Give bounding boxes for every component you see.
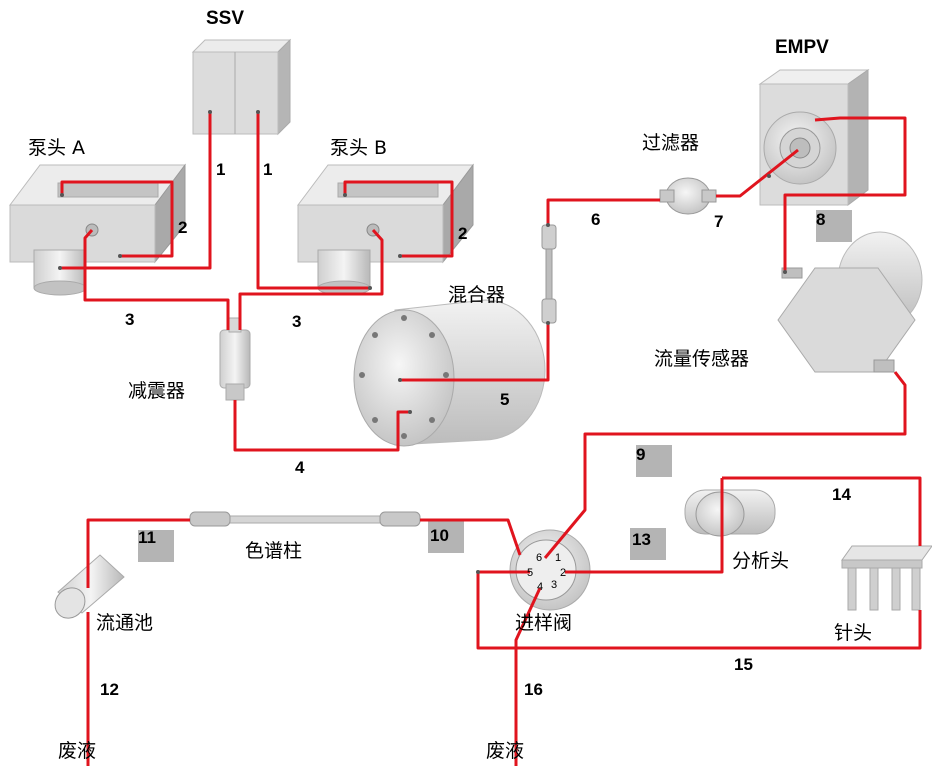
column (189, 511, 421, 527)
valve-port-numbers: 1 2 3 4 5 6 (527, 552, 566, 593)
tube-label-14: 14 (832, 485, 851, 504)
label-injection-valve: 进样阀 (515, 612, 573, 634)
tube-valve-waste (514, 587, 542, 766)
label-flow-sensor: 流量传感器 (654, 348, 750, 370)
tube-empv-sensor (783, 116, 907, 272)
inline-fittings (541, 224, 557, 324)
tube-label-4: 4 (295, 458, 305, 477)
port-dots (58, 110, 787, 574)
flow-sensor (777, 231, 923, 373)
tube-label-3b: 3 (292, 312, 302, 331)
ssv-valve (191, 38, 292, 136)
empv (758, 69, 870, 206)
tube-damper-mixer (233, 400, 410, 452)
injection-valve (509, 529, 591, 611)
tubing (60, 112, 922, 766)
tube-label-5: 5 (500, 390, 510, 409)
tube-label-1b: 1 (263, 160, 273, 179)
label-mixer: 混合器 (448, 284, 506, 306)
label-ssv: SSV (206, 8, 245, 29)
label-tag-boxes (138, 210, 852, 562)
needle-stand (841, 545, 932, 611)
label-pump-head-a: 泵头 A (28, 137, 86, 159)
tube-loop-a (60, 180, 174, 258)
label-waste-center: 废液 (486, 740, 525, 762)
tube-pump-b-out (238, 228, 384, 330)
label-empv: EMPV (775, 37, 829, 58)
valve-port-6: 6 (536, 552, 542, 564)
label-column: 色谱柱 (245, 540, 303, 562)
tube-label-13: 13 (632, 530, 651, 549)
label-flow-cell: 流通池 (96, 612, 154, 634)
pump-head-b (297, 163, 474, 296)
tube-ssv-pump-b (256, 112, 370, 290)
tube-head-needle (722, 476, 922, 546)
tube-fitting-filter (546, 198, 660, 225)
tube-label-10: 10 (430, 526, 449, 545)
tube-label-12: 12 (100, 680, 119, 699)
valve-port-5: 5 (527, 567, 533, 579)
tube-label-15: 15 (734, 655, 753, 674)
valve-port-2: 2 (560, 567, 566, 579)
tube-label-2b: 2 (458, 224, 468, 243)
tube-ssv-pump-a (60, 112, 212, 270)
label-analytical-head: 分析头 (732, 550, 790, 572)
tube-filter-empv (716, 148, 799, 198)
tube-label-8: 8 (816, 210, 826, 229)
valve-port-4: 4 (537, 581, 543, 593)
label-pump-head-b: 泵头 B (330, 137, 388, 159)
valve-port-3: 3 (551, 579, 557, 591)
tube-sensor-valve (543, 371, 907, 559)
tube-needle-valve (476, 570, 922, 650)
mixer (353, 299, 546, 447)
tube-label-1a: 1 (216, 160, 226, 179)
label-damper: 减震器 (128, 380, 186, 402)
pump-head-a (9, 163, 186, 296)
analytical-head (684, 489, 776, 537)
tube-label-11: 11 (138, 528, 156, 547)
tube-label-3a: 3 (125, 310, 135, 329)
tube-column-cell (86, 518, 190, 588)
tube-label-6: 6 (591, 210, 601, 229)
label-waste-left: 废液 (58, 740, 97, 762)
tube-loop-b (343, 180, 454, 258)
tube-mixer-fitting (400, 323, 550, 382)
tube-label-9: 9 (636, 445, 646, 464)
filter (659, 177, 717, 215)
tube-valve-head (565, 478, 724, 574)
tube-pump-a-out (83, 229, 230, 330)
valve-port-1: 1 (555, 552, 561, 564)
tube-label-16: 16 (524, 680, 543, 699)
tube-label-2a: 2 (178, 218, 188, 237)
label-filter: 过滤器 (642, 132, 700, 154)
damper (219, 317, 251, 401)
label-needle: 针头 (834, 622, 873, 644)
tube-valve-column (420, 518, 522, 556)
tube-label-7: 7 (714, 212, 724, 231)
flow-cell (54, 554, 125, 619)
